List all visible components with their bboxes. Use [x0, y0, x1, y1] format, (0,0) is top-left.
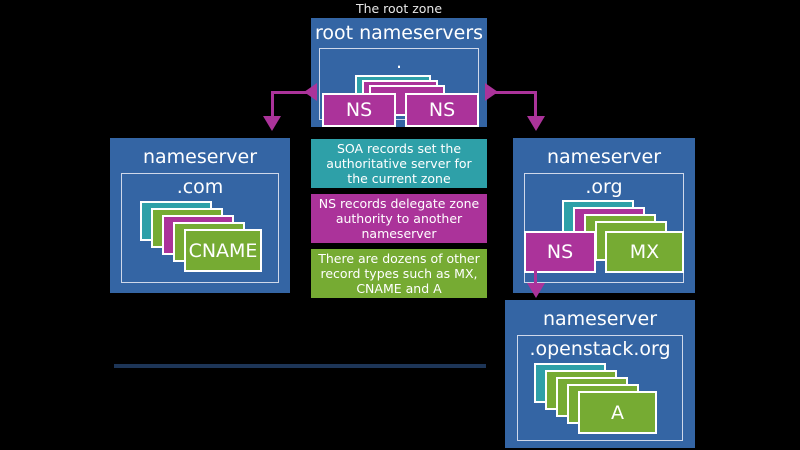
record-card-a: A: [578, 391, 657, 434]
record-card-mx: MX: [605, 231, 684, 273]
root-zone-title: root nameservers: [314, 22, 484, 44]
horizontal-divider: [114, 364, 486, 368]
legend-note-other: There are dozens of other record types s…: [311, 249, 487, 298]
connector-line-root-to-org: [493, 91, 537, 94]
root-zone-caption: The root zone: [355, 1, 443, 16]
arrow-down-icon: [527, 116, 545, 131]
arrow-down-icon: [527, 283, 545, 298]
arrow-down-icon: [263, 116, 281, 131]
root-zone-name: .: [395, 51, 403, 73]
openstack-zone-inner-box: [517, 335, 683, 441]
org-zone-title: nameserver: [546, 146, 662, 168]
connector-line-org-to-openstack: [534, 262, 537, 288]
connector-line-root-to-org-vertical: [534, 91, 537, 118]
org-zone-name: .org: [585, 176, 623, 198]
root-zone-box: root nameservers . NS NS: [311, 18, 487, 127]
openstack-zone-title: nameserver: [542, 308, 658, 330]
com-zone-inner-box: [121, 173, 279, 283]
connector-line-root-to-com-vertical: [271, 91, 274, 118]
org-zone-box: nameserver .org NS MX: [513, 138, 695, 293]
root-zone-inner-box: [319, 48, 479, 120]
openstack-zone-name: .openstack.org: [529, 338, 671, 360]
com-zone-name: .com: [176, 176, 224, 198]
record-card-ns: NS: [524, 231, 596, 273]
openstack-zone-box: nameserver .openstack.org A: [505, 300, 695, 448]
connector-line-root-to-com: [271, 91, 307, 94]
record-card-cname: CNAME: [184, 229, 262, 272]
com-zone-box: nameserver .com CNAME: [110, 138, 290, 293]
arrow-left-icon: [304, 83, 317, 101]
record-card-ns-left: NS: [322, 93, 396, 127]
org-zone-inner-box: [524, 173, 684, 283]
record-card-ns-right: NS: [405, 93, 479, 127]
arrow-right-icon: [485, 83, 498, 101]
legend-note-soa: SOA records set the authoritative server…: [311, 139, 487, 188]
com-zone-title: nameserver: [142, 146, 258, 168]
legend-note-ns: NS records delegate zone authority to an…: [311, 194, 487, 243]
